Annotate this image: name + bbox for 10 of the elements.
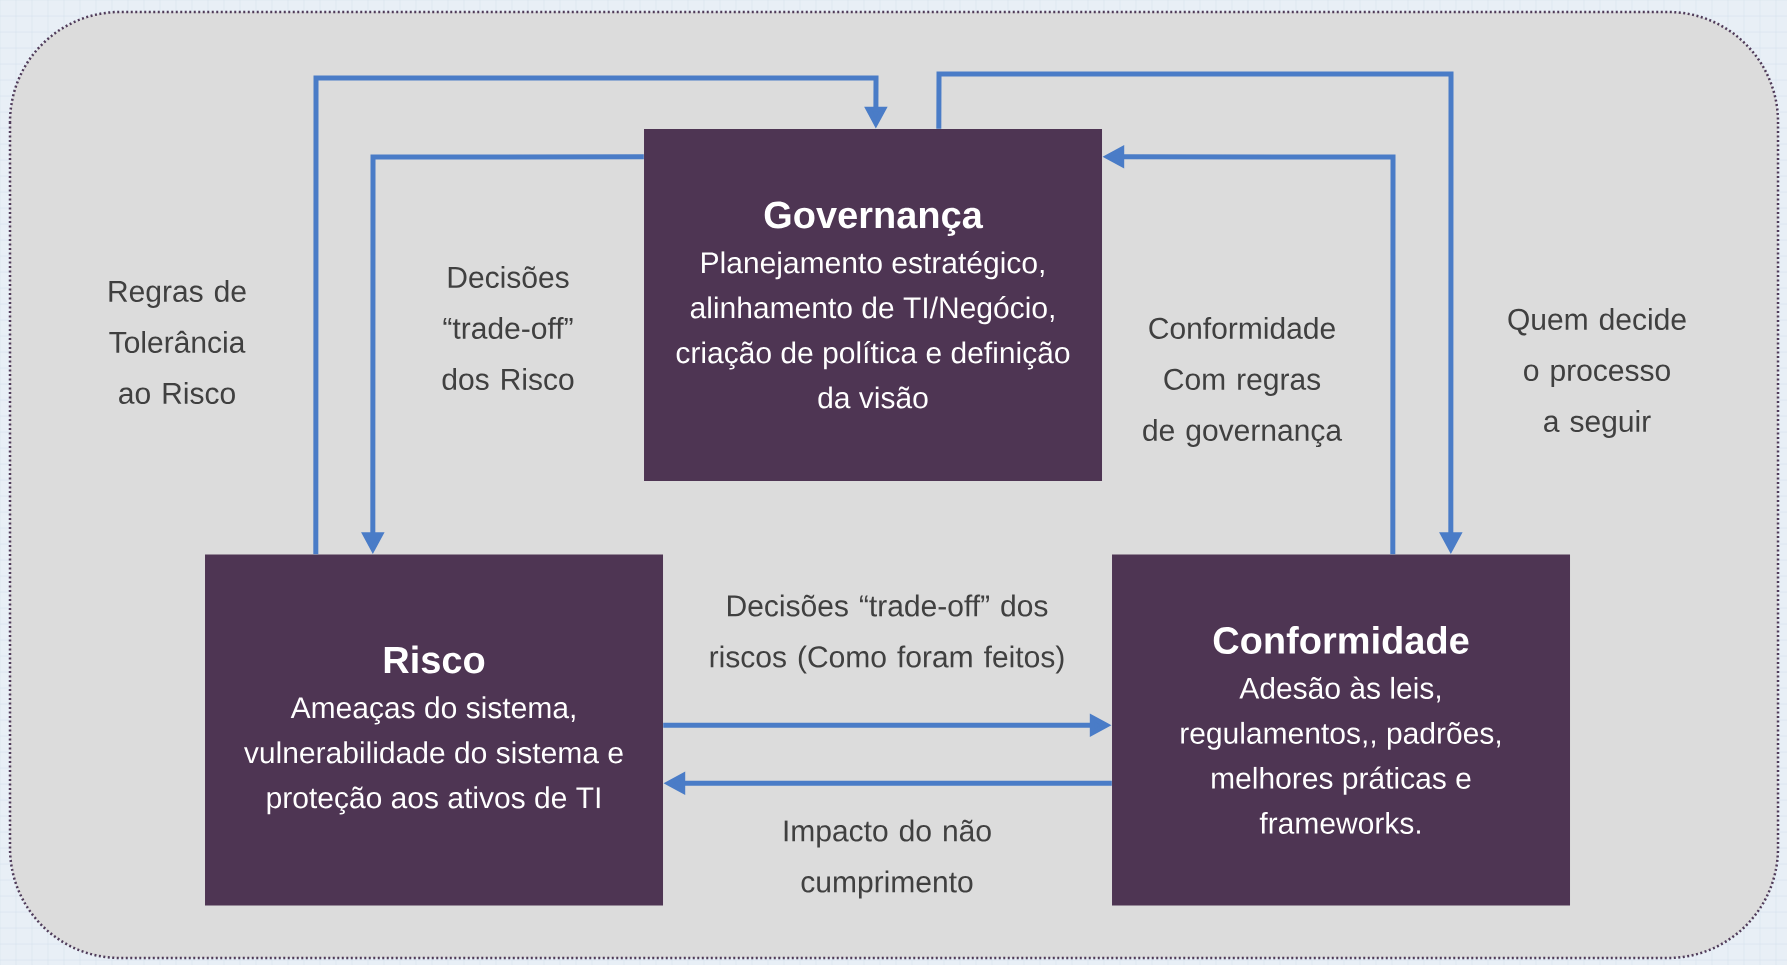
edge-label: Decisões “trade-off” dos Risco (442, 266, 574, 390)
edge-label: Conformidade Com regras de governança (1143, 316, 1343, 448)
concept-box: Risco Ameaças do sistema, vulnerabilidade do sistema e proteção aos ativos de TI (205, 554, 663, 906)
edge-label: Impacto do não cumprimento (784, 819, 991, 899)
edge-label: Decisões “trade-off” dos riscos (Como foram feitos) (710, 594, 1064, 674)
edge-label: Regras de Tolerância ao Risco (109, 280, 246, 404)
edge-label: Quem decide o processo a seguir (1508, 308, 1686, 438)
arrow (313, 75, 888, 555)
concept-box: Governança Planejamento estratégico, alinhamento de TI/Negócio, criação de política e definição da visão (644, 129, 1102, 481)
concept-box: Conformidade Adesão às leis, regulamentos,, padrões, melhores práticas e frameworks. (1112, 554, 1570, 906)
